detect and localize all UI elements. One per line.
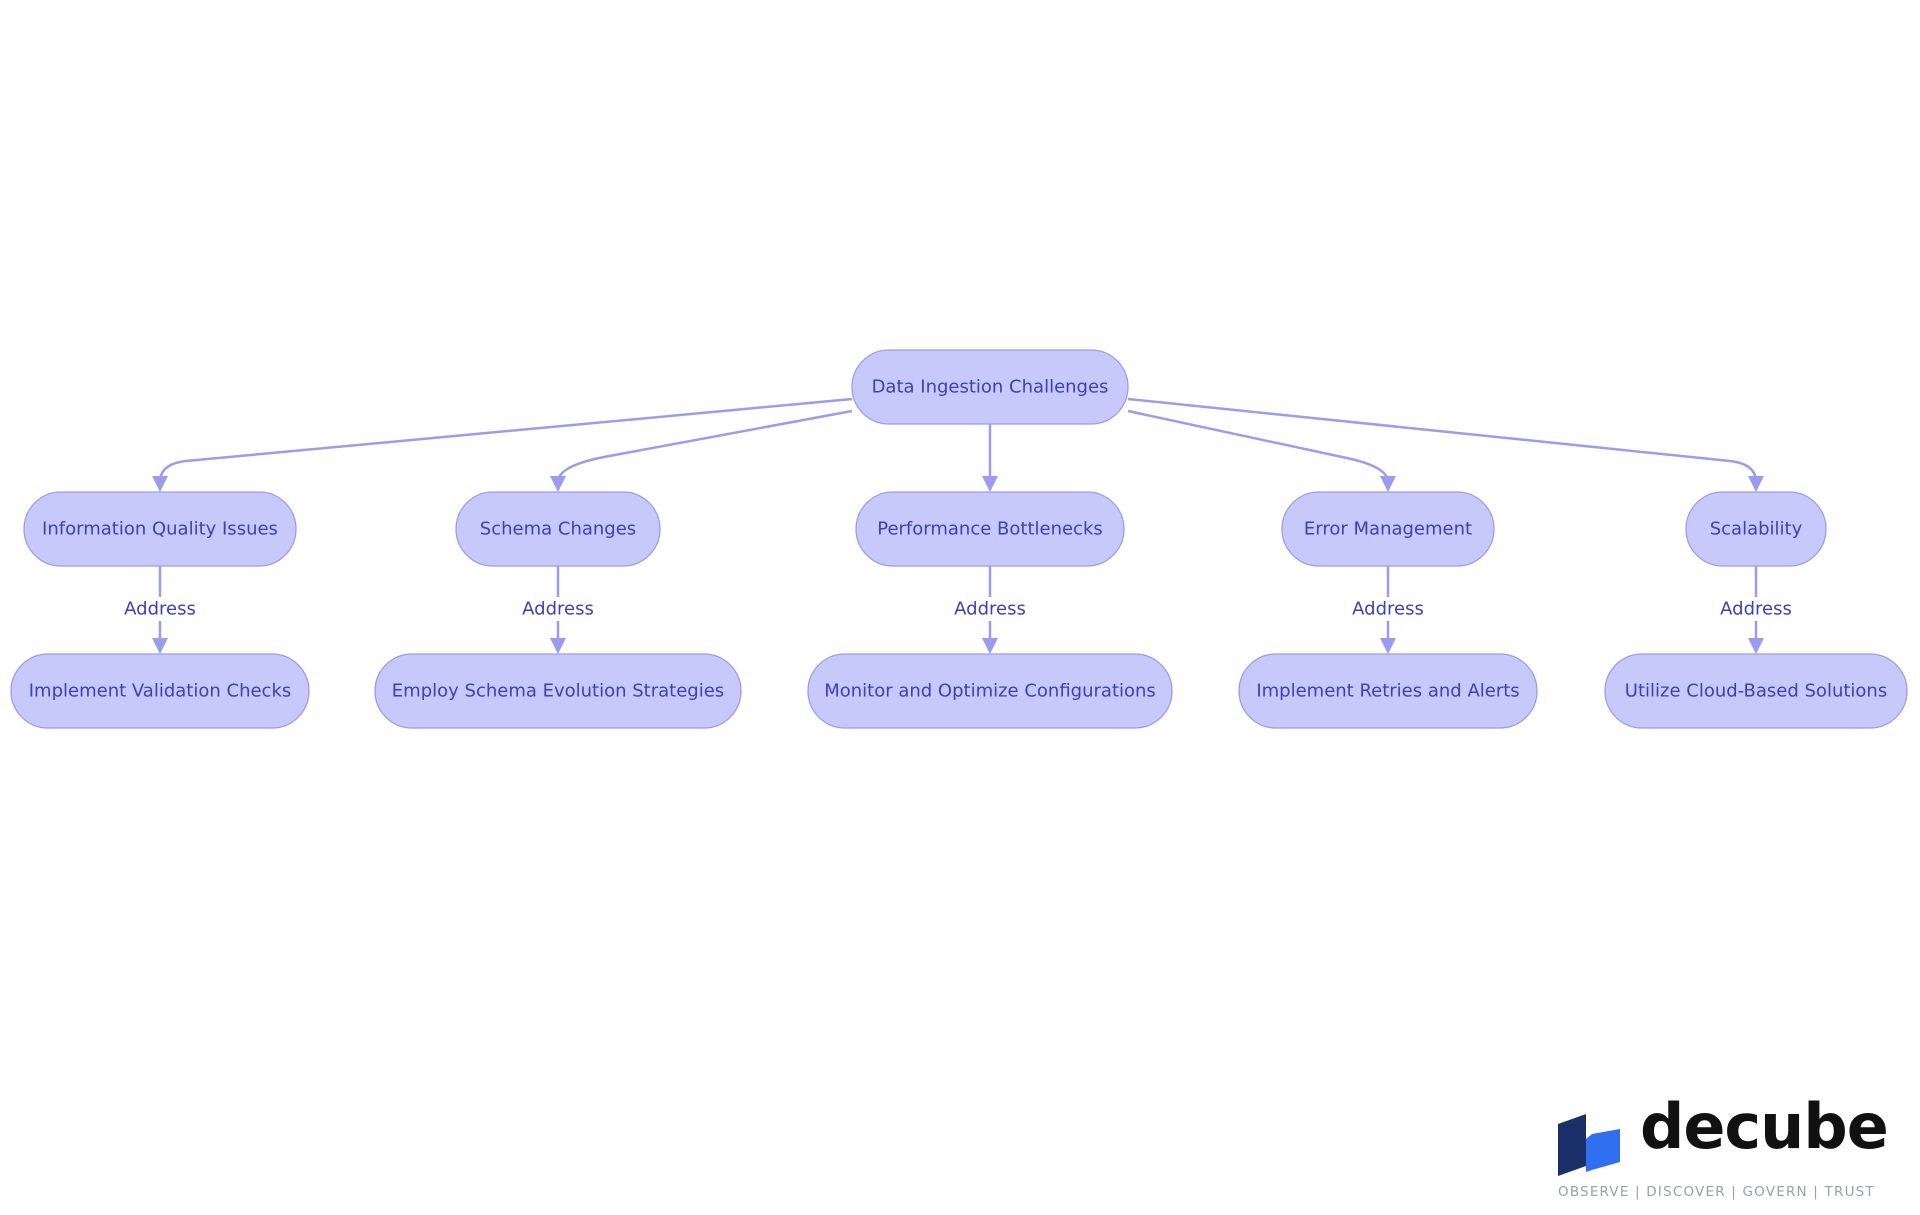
edge-root-to-challenge-3-arrow-icon [982, 476, 998, 492]
decube-logo-mark-icon [1558, 1114, 1620, 1176]
node-challenge-1: Information Quality Issues [23, 491, 297, 567]
node-root-shape [851, 349, 1129, 425]
edge-root-to-challenge-1 [158, 397, 853, 483]
edge-root-to-challenge-4-arrow-icon [1380, 476, 1396, 492]
node-challenge-3-shape [855, 491, 1125, 567]
edge-root-to-challenge-2-arrow-icon [550, 476, 566, 492]
logo-wordmark: decube [1640, 1090, 1889, 1163]
node-challenge-3-label: Performance Bottlenecks [877, 519, 1103, 540]
node-solution-4: Implement Retries and Alerts [1238, 653, 1538, 729]
edge-root-to-challenge-1-arrow-icon [152, 476, 168, 492]
node-solution-3-label: Monitor and Optimize Configurations [824, 681, 1156, 702]
edge-label-background [1350, 597, 1426, 621]
node-root: Data Ingestion Challenges [851, 349, 1129, 425]
edge-label-address: Address [1720, 599, 1792, 620]
node-challenge-2: Schema Changes [455, 491, 661, 567]
node-challenge-4: Error Management [1281, 491, 1495, 567]
node-solution-5-label: Utilize Cloud-Based Solutions [1625, 681, 1887, 702]
node-solution-4-shape [1238, 653, 1538, 729]
node-solution-3: Monitor and Optimize Configurations [807, 653, 1173, 729]
node-challenge-1-label: Information Quality Issues [42, 519, 278, 540]
edge-root-to-challenge-5-arrow-icon [1748, 476, 1764, 492]
edge-label-background [520, 597, 596, 621]
edge-challenge-to-solution-4-arrow-icon [1380, 638, 1396, 654]
edge-challenge-to-solution-2-arrow-icon [550, 638, 566, 654]
node-challenge-5-label: Scalability [1710, 519, 1803, 540]
edge-label-address: Address [124, 599, 196, 620]
edge-label-background [952, 597, 1028, 621]
node-solution-2: Employ Schema Evolution Strategies [374, 653, 742, 729]
edge-challenge-to-solution-3-arrow-icon [982, 638, 998, 654]
node-challenge-4-label: Error Management [1304, 519, 1472, 540]
edge-label-address: Address [954, 599, 1026, 620]
edge-label-address: Address [1352, 599, 1424, 620]
node-solution-4-label: Implement Retries and Alerts [1256, 681, 1519, 702]
node-solution-5: Utilize Cloud-Based Solutions [1604, 653, 1908, 729]
edge-label-address: Address [522, 599, 594, 620]
node-solution-1: Implement Validation Checks [10, 653, 310, 729]
node-solution-3-shape [807, 653, 1173, 729]
node-root-label: Data Ingestion Challenges [872, 377, 1109, 398]
edge-label-background [122, 597, 198, 621]
node-challenge-2-shape [455, 491, 661, 567]
node-solution-1-label: Implement Validation Checks [29, 681, 292, 702]
edges-layer: Address Address Address Address Address [122, 397, 1794, 654]
node-challenge-3: Performance Bottlenecks [855, 491, 1125, 567]
decube-logo: decube OBSERVE | DISCOVER | GOVERN | TRU… [1556, 1096, 1889, 1208]
edge-root-to-challenge-5 [1127, 397, 1758, 483]
node-solution-5-shape [1604, 653, 1908, 729]
logo-tagline: OBSERVE | DISCOVER | GOVERN | TRUST [1558, 1184, 1875, 1200]
node-solution-2-shape [374, 653, 742, 729]
edge-challenge-to-solution-1-arrow-icon [152, 638, 168, 654]
node-challenge-5-shape [1685, 491, 1827, 567]
edge-challenge-to-solution-5-arrow-icon [1748, 638, 1764, 654]
node-challenge-1-shape [23, 491, 297, 567]
edge-label-background [1718, 597, 1794, 621]
node-challenge-2-label: Schema Changes [480, 519, 636, 540]
node-solution-2-label: Employ Schema Evolution Strategies [392, 681, 724, 702]
node-challenge-4-shape [1281, 491, 1495, 567]
node-challenge-5: Scalability [1685, 491, 1827, 567]
node-solution-1-shape [10, 653, 310, 729]
